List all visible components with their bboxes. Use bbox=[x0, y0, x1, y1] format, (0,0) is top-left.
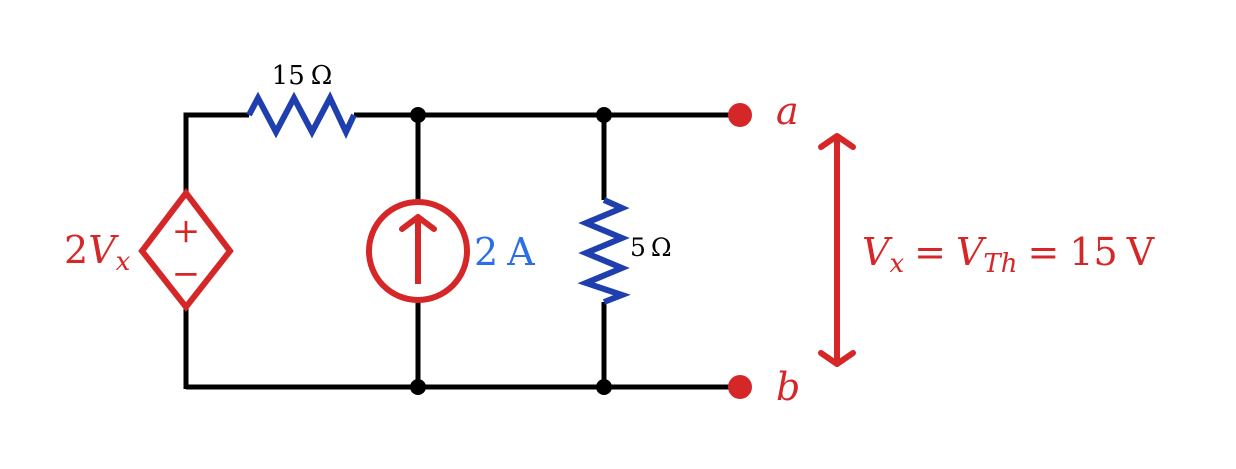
node-bottom-right bbox=[596, 379, 612, 395]
node-top-middle bbox=[410, 107, 426, 123]
minus-sign: − bbox=[172, 254, 201, 294]
terminal-b-dot bbox=[728, 375, 752, 399]
terminal-a-label: a bbox=[776, 89, 799, 133]
node-bottom-middle bbox=[410, 379, 426, 395]
current-source bbox=[366, 199, 470, 303]
terminal-a-dot bbox=[728, 103, 752, 127]
dependent-voltage-source: + − bbox=[138, 188, 234, 312]
dependent-source-label: 2Vx bbox=[64, 228, 131, 277]
node-top-right bbox=[596, 107, 612, 123]
arrow-head-icon bbox=[399, 214, 437, 232]
voltage-arrow-icon bbox=[818, 133, 856, 367]
junction-nodes bbox=[410, 107, 612, 395]
resistor-5-ohm bbox=[577, 197, 631, 305]
terminal-b-label: b bbox=[776, 365, 800, 409]
plus-sign: + bbox=[172, 211, 201, 251]
diamond-shape bbox=[138, 188, 234, 312]
resistor-15-ohm bbox=[246, 91, 357, 140]
